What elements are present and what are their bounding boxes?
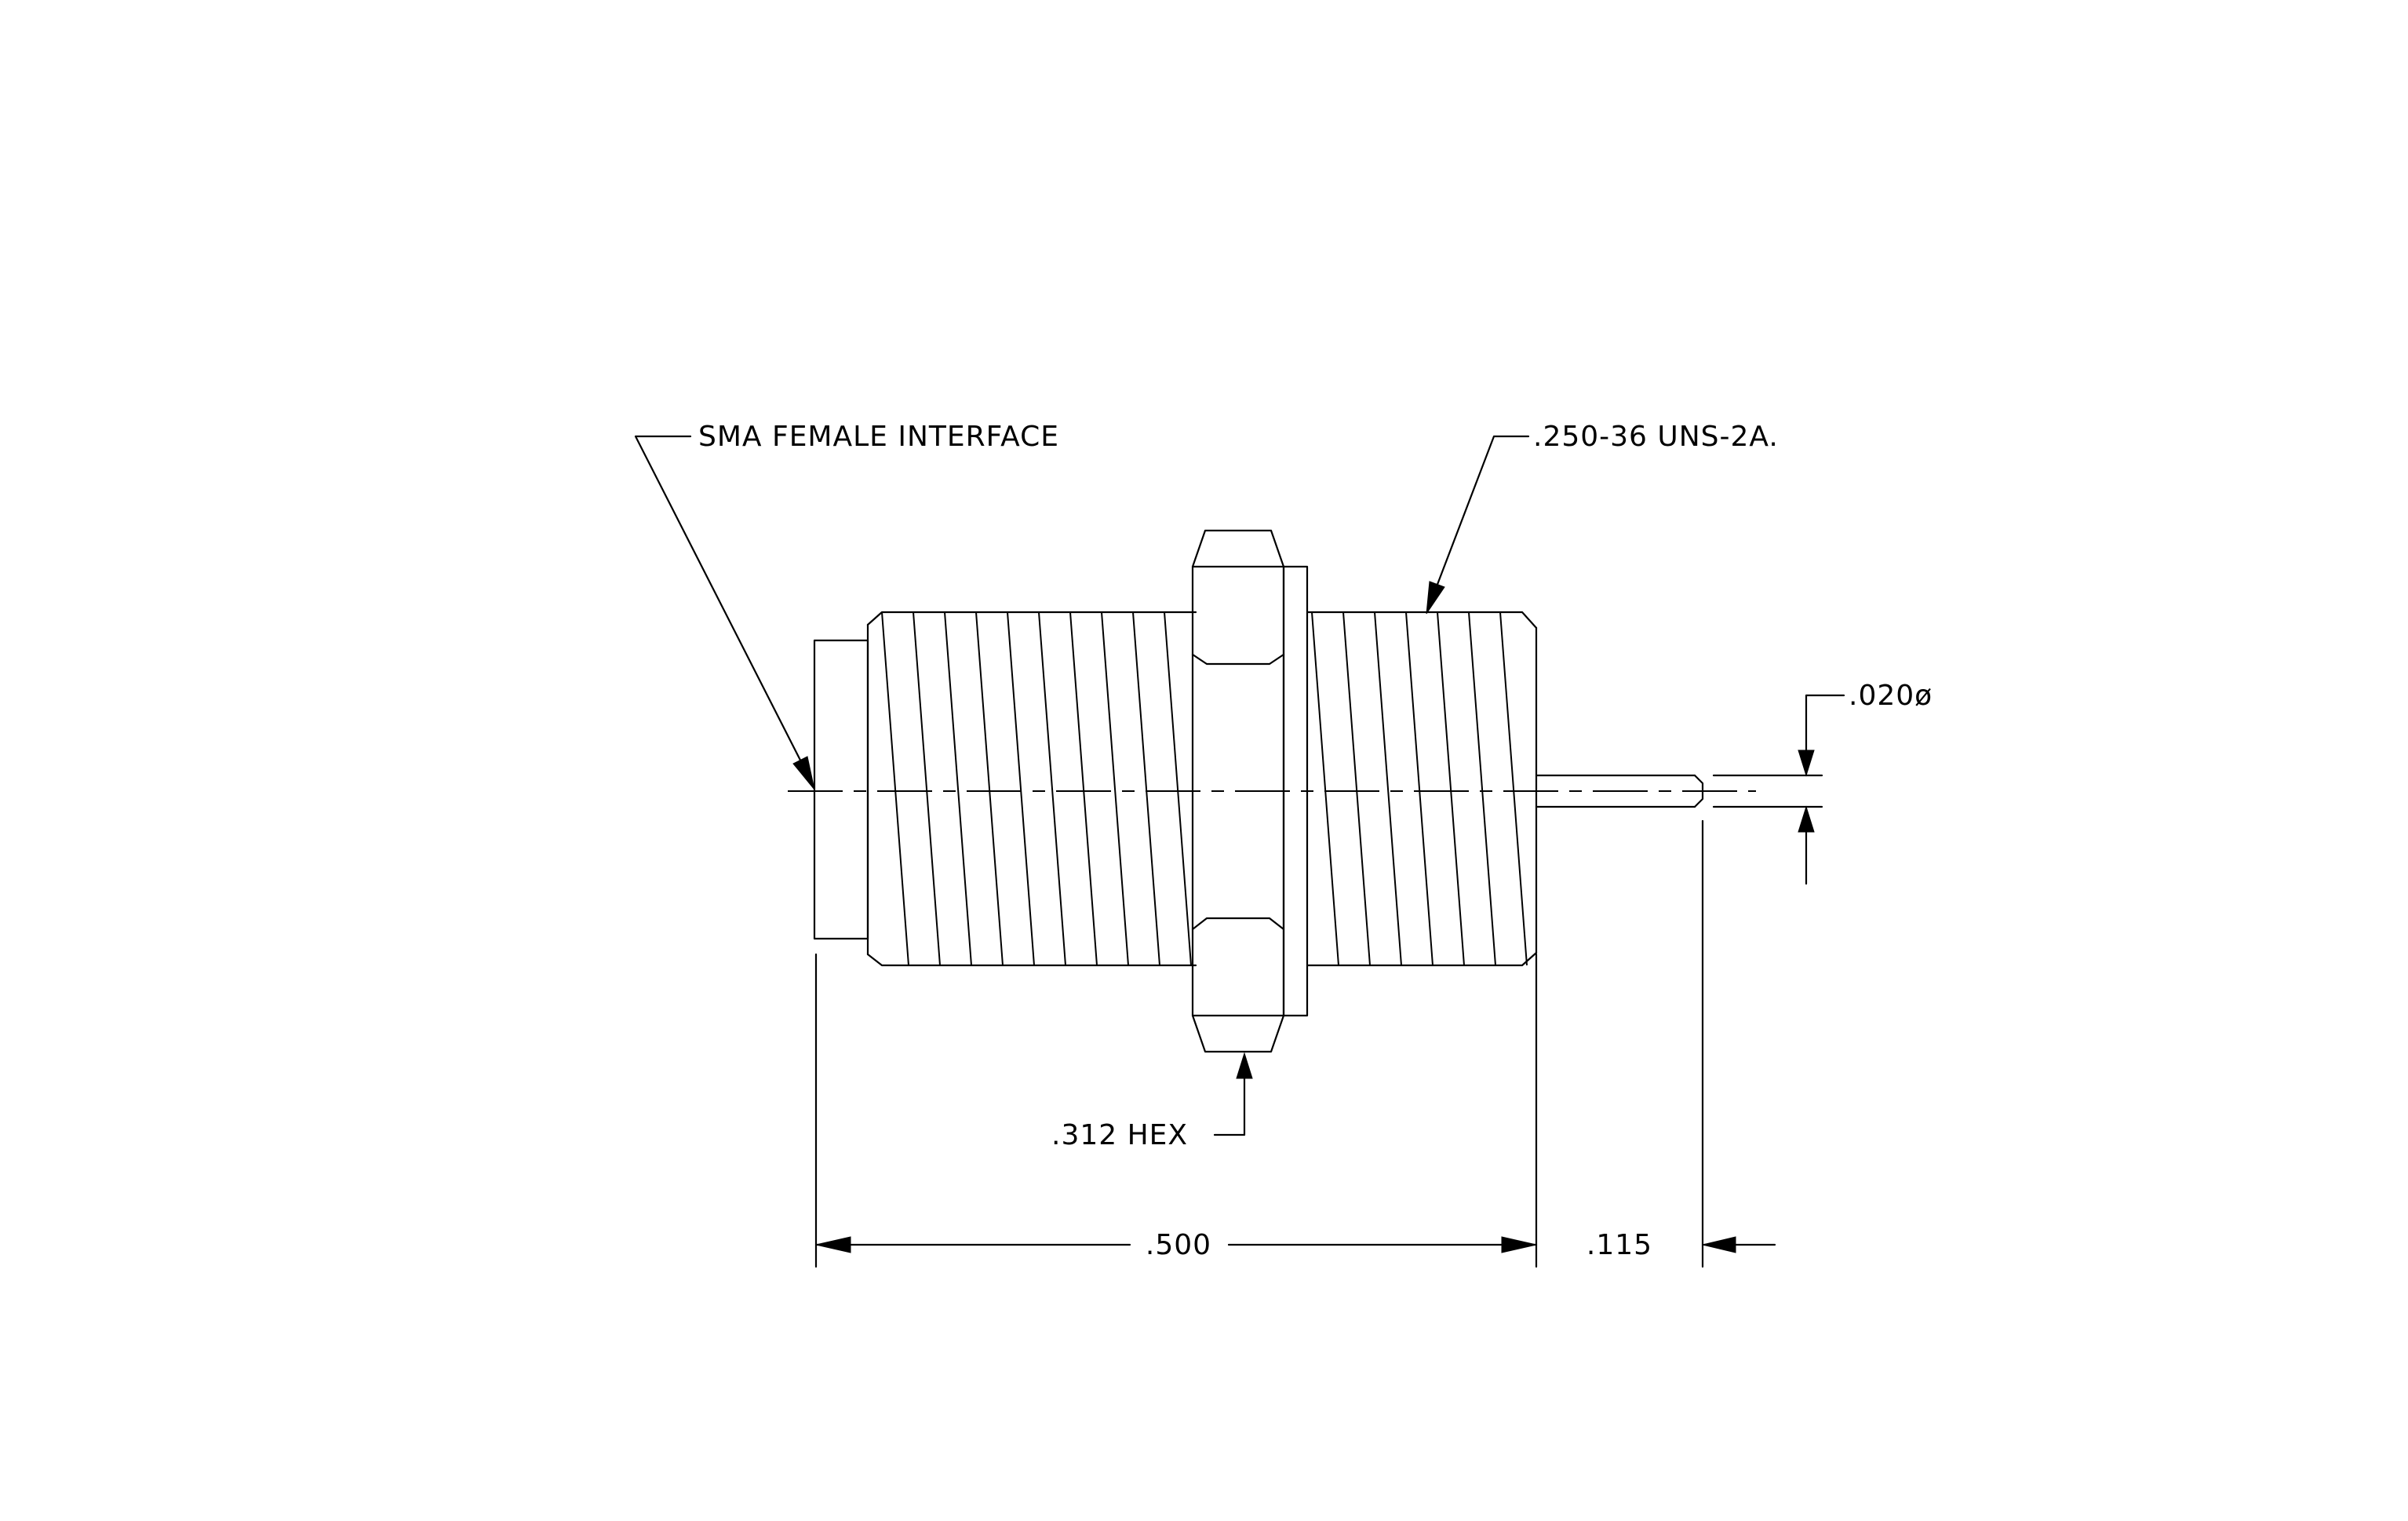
thread-leader-arrowhead: [1426, 581, 1445, 615]
right-thread-line: [1311, 611, 1339, 966]
right-thread-lines: [1311, 611, 1528, 966]
left-thread-line: [1069, 611, 1098, 966]
left-thread-line: [1132, 611, 1160, 966]
hex-nut: [1191, 529, 1285, 1053]
thread-leader: [1426, 435, 1530, 615]
left-thread-crest-top: [866, 611, 1197, 626]
left-thread-lines: [881, 611, 1192, 966]
right-thread-line: [1342, 611, 1371, 966]
left-thread-line: [975, 611, 1004, 966]
interface-leader-line: [634, 435, 814, 786]
pin-diameter-arrow-bottom: [1798, 805, 1815, 833]
body-length-arrow-right: [1501, 1236, 1537, 1253]
right-thread-body: [1306, 611, 1538, 967]
left-thread-line: [1038, 611, 1066, 966]
left-thread-body: [866, 611, 1197, 967]
interface-flange: [813, 639, 869, 940]
pin-diameter-dimension: [1712, 694, 1845, 885]
pin-diameter-callout: .020ø: [1849, 680, 1933, 712]
hex-leader-line: [1213, 1055, 1246, 1136]
hex-nut-face-lower: [1191, 917, 1285, 931]
left-thread-line: [944, 611, 972, 966]
pin-diameter-arrow-top: [1798, 750, 1815, 777]
right-thread-line: [1468, 611, 1496, 966]
left-thread-crest-bottom: [866, 953, 1197, 967]
right-thread-line: [1405, 611, 1434, 966]
right-thread-crest-top: [1306, 611, 1538, 629]
body-length-dimension: .500: [1146, 1229, 1211, 1261]
right-thread-line: [1374, 611, 1402, 966]
pin-length-arrow: [1702, 1236, 1736, 1253]
interface-leader: [634, 435, 815, 790]
left-thread-line: [1007, 611, 1035, 966]
hex-callout: .312 HEX: [1051, 1119, 1188, 1151]
right-thread-crest-bottom: [1306, 951, 1538, 967]
thread-callout: .250-36 UNS-2A.: [1533, 421, 1779, 453]
hex-nut-face-upper: [1191, 653, 1285, 666]
interface-leader-arrowhead: [792, 756, 815, 790]
hex-leader-arrowhead: [1236, 1052, 1253, 1079]
hex-nut-outline: [1191, 529, 1285, 1053]
length-dimensions: [814, 819, 1776, 1268]
pin-length-dimension: .115: [1587, 1229, 1652, 1261]
left-thread-line: [1164, 611, 1192, 966]
left-thread-line: [881, 611, 909, 966]
left-thread-line: [913, 611, 941, 966]
body-length-arrow-left: [815, 1236, 851, 1253]
right-thread-line: [1437, 611, 1465, 966]
thread-leader-line: [1426, 435, 1530, 611]
pin-diameter-leader-top: [1805, 694, 1845, 775]
interface-callout: SMA FEMALE INTERFACE: [698, 421, 1059, 453]
right-thread-line: [1499, 611, 1528, 966]
hex-leader: [1213, 1052, 1253, 1136]
left-thread-line: [1101, 611, 1129, 966]
